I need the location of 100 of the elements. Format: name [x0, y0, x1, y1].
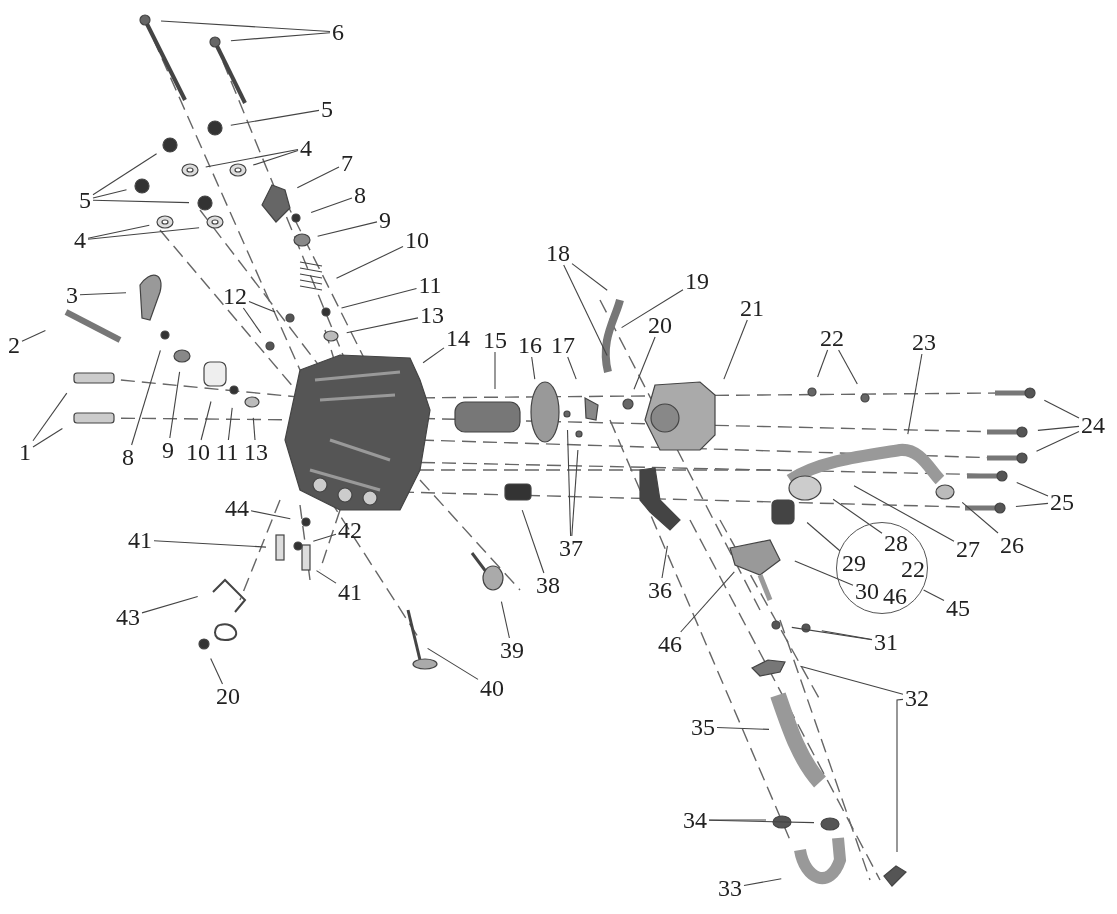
leader-line: [200, 400, 212, 441]
leader-line: [1043, 399, 1080, 419]
callout-number: 40: [480, 677, 504, 699]
leader-line: [92, 189, 128, 199]
callout-number: 5: [79, 189, 91, 211]
leader-line: [92, 199, 190, 204]
callout-number: 15: [483, 329, 507, 351]
leader-line: [708, 819, 815, 824]
callout-number: 9: [162, 439, 174, 461]
leader-line: [806, 521, 841, 552]
leader-line: [248, 301, 276, 313]
leader-line: [141, 595, 199, 614]
leader-line: [633, 336, 656, 390]
leader-line: [87, 227, 200, 240]
callout-number: 13: [244, 441, 268, 463]
leader-line: [230, 109, 320, 126]
leader-line: [1037, 425, 1080, 431]
leader-line: [817, 349, 829, 378]
callout-number: 29: [842, 552, 866, 574]
leader-line: [252, 150, 299, 166]
callout-number: 46: [658, 633, 682, 655]
callout-number: 11: [418, 274, 442, 296]
leader-line: [227, 407, 233, 441]
leader-line: [521, 509, 545, 574]
callout-number: 27: [956, 538, 980, 560]
leader-line: [92, 153, 158, 196]
callout-number: 7: [341, 152, 353, 174]
leader-line: [422, 347, 445, 364]
callout-number: 6: [332, 21, 344, 43]
leader-line: [335, 246, 404, 279]
leader-line: [907, 353, 923, 435]
leader-line: [242, 307, 262, 334]
leader-line: [571, 263, 608, 291]
leader-line: [21, 330, 46, 342]
leader-line: [315, 570, 337, 584]
leader-line: [853, 485, 955, 542]
callout-number: 12: [223, 285, 247, 307]
leader-line: [296, 166, 340, 189]
callout-number: 25: [1050, 491, 1074, 513]
leader-line: [896, 698, 904, 853]
callout-number: 9: [379, 209, 391, 231]
callout-number: 14: [446, 327, 470, 349]
leader-line: [169, 371, 181, 439]
callout-number: 46: [883, 585, 907, 607]
callout-number: 2: [8, 334, 20, 356]
callout-number: 38: [536, 574, 560, 596]
leader-line: [230, 32, 331, 42]
callout-number: 16: [518, 334, 542, 356]
leader-line: [1015, 502, 1049, 508]
callout-number: 37: [559, 537, 583, 559]
leader-line: [317, 221, 378, 237]
leader-line: [205, 148, 299, 168]
leader-line: [661, 545, 668, 579]
leader-line: [838, 349, 858, 385]
leader-line: [531, 356, 536, 380]
leader-line: [716, 726, 770, 730]
callout-number: 43: [116, 606, 140, 628]
callout-number: 41: [338, 581, 362, 603]
leader-line: [310, 197, 353, 214]
callout-number: 20: [216, 685, 240, 707]
leader-line: [680, 571, 735, 633]
leader-line: [723, 319, 748, 380]
leader-line: [566, 429, 572, 537]
leader-line: [923, 589, 945, 602]
callout-number: 20: [648, 314, 672, 336]
leader-line: [87, 224, 150, 239]
callout-number: 42: [338, 519, 362, 541]
leader-line: [210, 657, 224, 685]
callout-number: 39: [500, 639, 524, 661]
leader-line: [708, 819, 767, 821]
callout-number: 22: [901, 558, 925, 580]
callout-number: 13: [420, 304, 444, 326]
callout-number: 1: [19, 441, 31, 463]
callout-number: 36: [648, 579, 672, 601]
leader-line: [567, 356, 577, 380]
leader-line: [346, 317, 419, 334]
leader-line: [500, 601, 510, 639]
leader-line: [571, 449, 579, 537]
leader-line: [131, 349, 161, 446]
callout-number: 24: [1081, 414, 1105, 436]
leader-line: [563, 264, 608, 357]
callout-number: 17: [551, 334, 575, 356]
callout-number: 8: [122, 446, 134, 468]
callout-number: 23: [912, 331, 936, 353]
leader-line: [621, 289, 684, 329]
leader-line: [79, 292, 127, 296]
callout-number: 11: [215, 441, 239, 463]
callout-number: 5: [321, 98, 333, 120]
callout-number: 19: [685, 270, 709, 292]
callout-number: 8: [354, 184, 366, 206]
callout-number: 18: [546, 242, 570, 264]
leader-line: [32, 392, 68, 442]
callout-number: 28: [884, 532, 908, 554]
leader-line: [32, 427, 63, 448]
leader-line: [494, 351, 496, 390]
leader-line: [160, 20, 331, 33]
leader-line: [252, 417, 256, 441]
callout-number: 10: [186, 441, 210, 463]
callout-number: 22: [820, 327, 844, 349]
leader-line: [961, 501, 999, 534]
